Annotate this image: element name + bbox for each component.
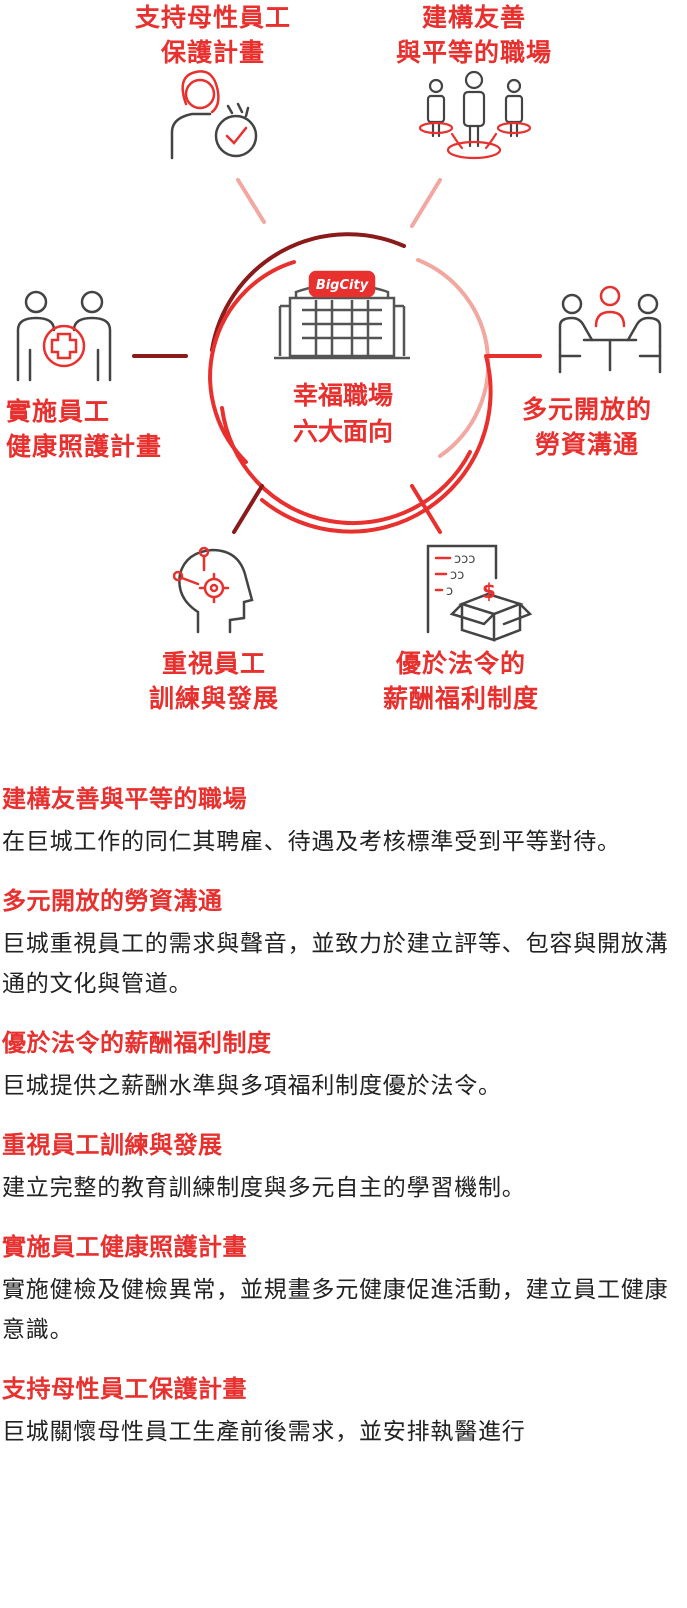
connector-equality [410,178,442,228]
section-text: 建立完整的教育訓練制度與多元自主的學習機制。 [2,1175,526,1201]
connector-maternity [236,178,266,224]
svg-text:ɔ: ɔ [446,584,453,599]
section-text: 巨城提供之薪酬水準與多項福利制度優於法令。 [2,1073,502,1099]
section-title: 建構友善與平等的職場 [2,785,247,813]
svg-text:ɔɔɔ: ɔɔɔ [454,552,475,567]
center-title: 幸福職場 六大面向 [292,381,393,446]
six-aspects-diagram: BigCity [0,0,687,740]
section-title: 實施員工健康照護計畫 [2,1233,247,1261]
node-title-communication: 多元開放的 勞資溝通 [521,395,652,459]
section-title: 重視員工訓練與發展 [2,1131,223,1159]
center-logo-text: BigCity [316,278,369,293]
description-sections: 建構友善與平等的職場 在巨城工作的同仁其聘雇、待遇及考核標準受到平等對待。 多元… [0,782,687,1474]
connector-salary [410,484,442,534]
section-text: 巨城關懷母性員工生產前後需求，並安排執醫進行 [2,1419,526,1445]
svg-text:ɔɔ: ɔɔ [450,568,464,583]
three-people-icon [418,70,532,160]
ring-red-arc-bottom [220,406,472,526]
section-title: 支持母性員工保護計畫 [2,1375,247,1403]
node-title-maternity: 支持母性員工 保護計畫 [134,3,291,67]
section-text: 在巨城工作的同仁其聘雇、待遇及考核標準受到平等對待。 [2,829,621,855]
section-salary: 優於法令的薪酬福利制度 巨城提供之薪酬水準與多項福利制度優於法令。 [0,1026,687,1106]
ring-red-arc-left [208,260,296,464]
section-text: 實施健檢及健檢異常，並規畫多元健康促進活動，建立員工健康意識。 [2,1277,669,1343]
section-training: 重視員工訓練與發展 建立完整的教育訓練制度與多元自主的學習機制。 [0,1128,687,1208]
people-medical-cross-icon [16,290,112,382]
node-title-equality: 建構友善 與平等的職場 [395,3,552,67]
section-equality: 建構友善與平等的職場 在巨城工作的同仁其聘雇、待遇及考核標準受到平等對待。 [0,782,687,862]
section-health: 實施員工健康照護計畫 實施健檢及健檢異常，並規畫多元健康促進活動，建立員工健康意… [0,1230,687,1350]
ring-light-arc [416,258,491,458]
connector-training [232,484,264,534]
node-title-training: 重視員工 訓練與發展 [148,649,279,713]
mother-clock-check-icon [170,70,258,160]
section-title: 優於法令的薪酬福利制度 [2,1029,272,1057]
section-communication: 多元開放的勞資溝通 巨城重視員工的需求與聲音，並致力於建立評等、包容與開放溝通的… [0,884,687,1004]
section-text: 巨城重視員工的需求與聲音，並致力於建立評等、包容與開放溝通的文化與管道。 [2,931,669,997]
meeting-table-icon [558,285,662,374]
ring-dark-arc [210,232,406,352]
section-maternity: 支持母性員工保護計畫 巨城關懷母性員工生產前後需求，並安排執醫進行 [0,1372,687,1452]
head-gear-icon [172,546,254,634]
node-title-health: 實施員工 健康照護計畫 [6,397,163,461]
building-icon [274,270,410,360]
document-box-dollar-icon: ɔɔɔ ɔɔ ɔ $ [426,544,533,642]
diagram-graphics: BigCity [16,70,662,642]
node-title-salary: 優於法令的 薪酬福利制度 [382,649,539,713]
section-title: 多元開放的勞資溝通 [2,887,223,915]
svg-text:$: $ [482,579,496,603]
